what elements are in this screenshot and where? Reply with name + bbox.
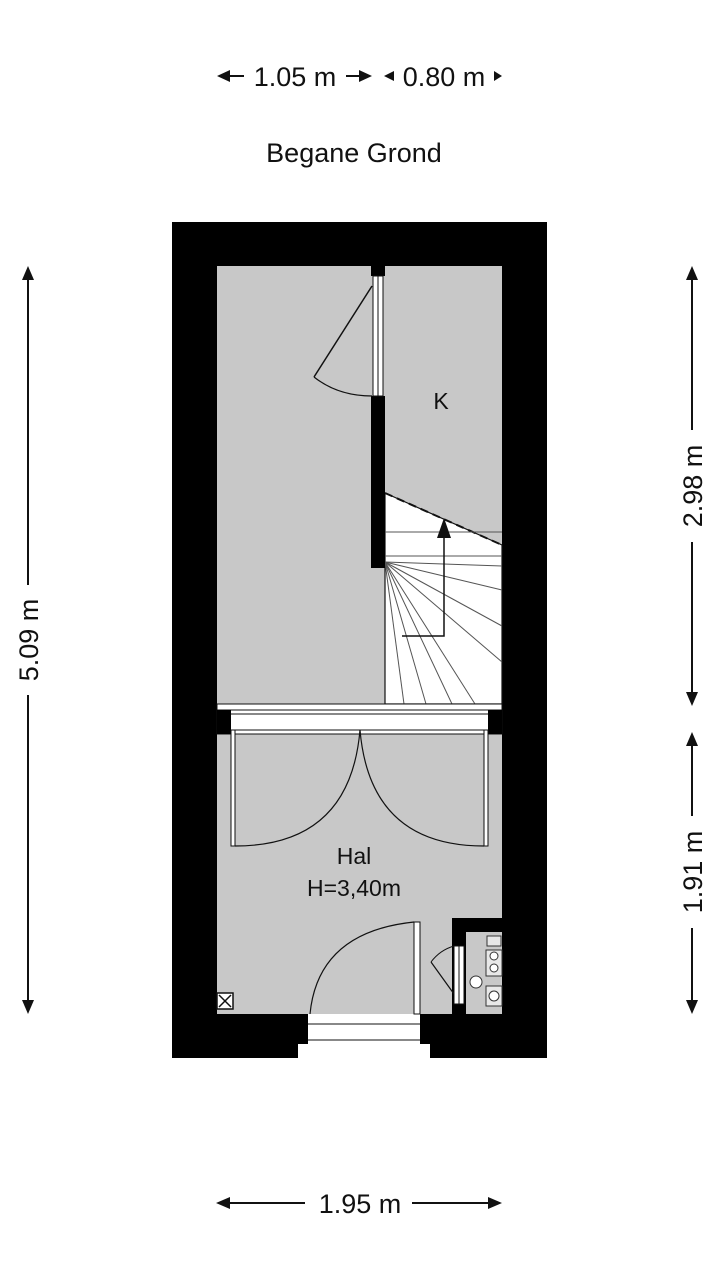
room-label-hall: Hal <box>337 843 372 869</box>
right-dimension-lower <box>686 732 698 1014</box>
staircase <box>384 492 503 705</box>
dim-right-upper-label: 2.98 m <box>678 445 708 528</box>
kitchen-hall-double-door[interactable] <box>216 703 503 847</box>
dim-top-left-label: 1.05 m <box>254 62 337 92</box>
dim-left-label: 5.09 m <box>14 599 44 682</box>
interior-wall-kitchen <box>371 405 385 568</box>
meter-cupboard-door[interactable] <box>430 945 465 1005</box>
dim-right-lower-label: 1.91 m <box>678 831 708 914</box>
right-dimension-upper <box>686 266 698 706</box>
meter-equipment-icon <box>469 935 503 1007</box>
top-dimension-right <box>384 71 502 81</box>
floor-title: Begane Grond <box>266 138 442 168</box>
left-dimension <box>22 266 34 1014</box>
kitchen-inner-door[interactable] <box>313 266 385 406</box>
dim-bottom-label: 1.95 m <box>319 1189 402 1219</box>
bottom-dimension <box>216 1197 502 1209</box>
ventilation-icon <box>216 992 234 1010</box>
front-door[interactable] <box>298 921 430 1058</box>
top-dimension-left <box>217 70 372 82</box>
dim-top-right-label: 0.80 m <box>403 62 486 92</box>
room-height-hall: H=3,40m <box>307 875 401 901</box>
room-label-kitchen: K <box>433 388 449 414</box>
stair-up-arrow-icon <box>437 518 451 538</box>
